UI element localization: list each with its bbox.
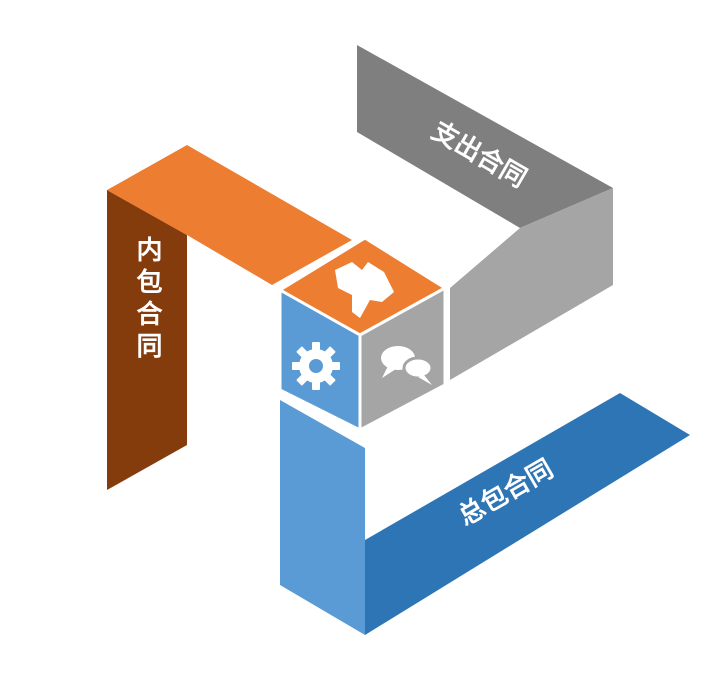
general-contract-band: 总包合同 xyxy=(280,393,690,635)
center-cube xyxy=(277,236,448,433)
speech-bubbles-icon xyxy=(381,346,434,385)
inner-contract-band: 内包合同 xyxy=(107,145,352,490)
general-contract-front xyxy=(280,400,365,635)
inner-contract-side xyxy=(107,190,187,490)
map-icon xyxy=(335,262,394,318)
inner-contract-label: 内包合同 xyxy=(132,236,162,364)
expense-contract-top xyxy=(357,45,613,228)
inner-contract-top xyxy=(107,145,352,285)
general-contract-top xyxy=(365,393,690,635)
expense-contract-front xyxy=(450,188,613,380)
gear-icon xyxy=(292,342,340,390)
